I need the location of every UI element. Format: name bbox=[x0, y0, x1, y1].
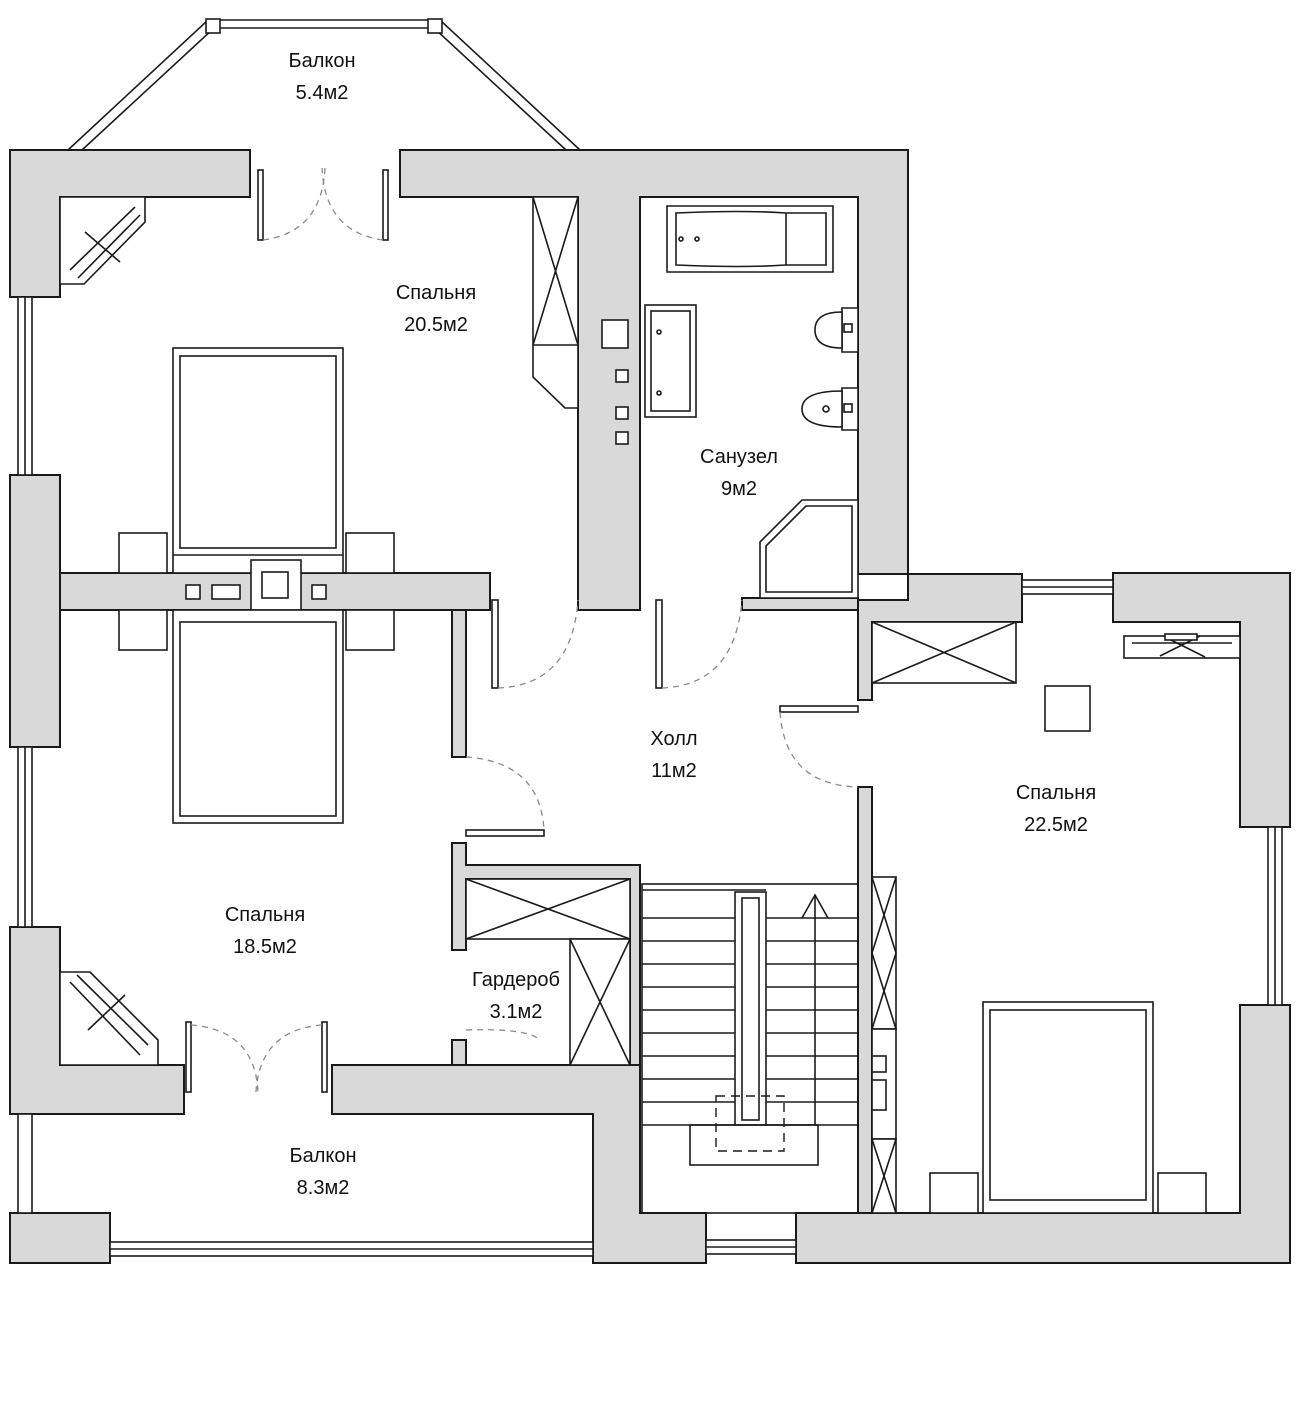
room-labels: Балкон 5.4м2 Спальня 20.5м2 Санузел 9м2 … bbox=[225, 50, 1096, 1199]
bedroom-nw-furniture bbox=[59, 196, 629, 611]
doors bbox=[185, 167, 859, 1093]
balcony-top-area: 5.4м2 bbox=[296, 82, 349, 104]
bedroom-east-area: 22.5м2 bbox=[1024, 814, 1088, 836]
bedroom-sw-area: 18.5м2 bbox=[233, 936, 297, 958]
bathroom-fixtures bbox=[644, 205, 859, 599]
bedroom-east-name: Спальня bbox=[1016, 782, 1096, 804]
bedroom-east-furniture bbox=[871, 621, 1241, 1214]
bedroom-sw-name: Спальня bbox=[225, 904, 305, 926]
bathroom-area: 9м2 bbox=[721, 478, 757, 500]
wardrobe-shelves bbox=[465, 878, 631, 1066]
balcony-top-name: Балкон bbox=[288, 50, 355, 72]
walls bbox=[9, 149, 1291, 1264]
bedroom-nw-area: 20.5м2 bbox=[404, 314, 468, 336]
staircase bbox=[641, 883, 859, 1214]
balcony-bottom-area: 8.3м2 bbox=[297, 1177, 350, 1199]
wardrobe-name: Гардероб bbox=[472, 969, 560, 991]
bathroom-name: Санузел bbox=[700, 446, 778, 468]
bedroom-sw-furniture bbox=[59, 609, 395, 1066]
windows bbox=[17, 296, 1283, 1257]
hall-area: 11м2 bbox=[651, 760, 697, 782]
bedroom-nw-name: Спальня bbox=[396, 282, 476, 304]
balcony-bottom-name: Балкон bbox=[289, 1145, 356, 1167]
balcony-top-railing bbox=[67, 18, 581, 151]
wardrobe-area: 3.1м2 bbox=[490, 1001, 543, 1023]
hall-name: Холл bbox=[650, 728, 697, 750]
